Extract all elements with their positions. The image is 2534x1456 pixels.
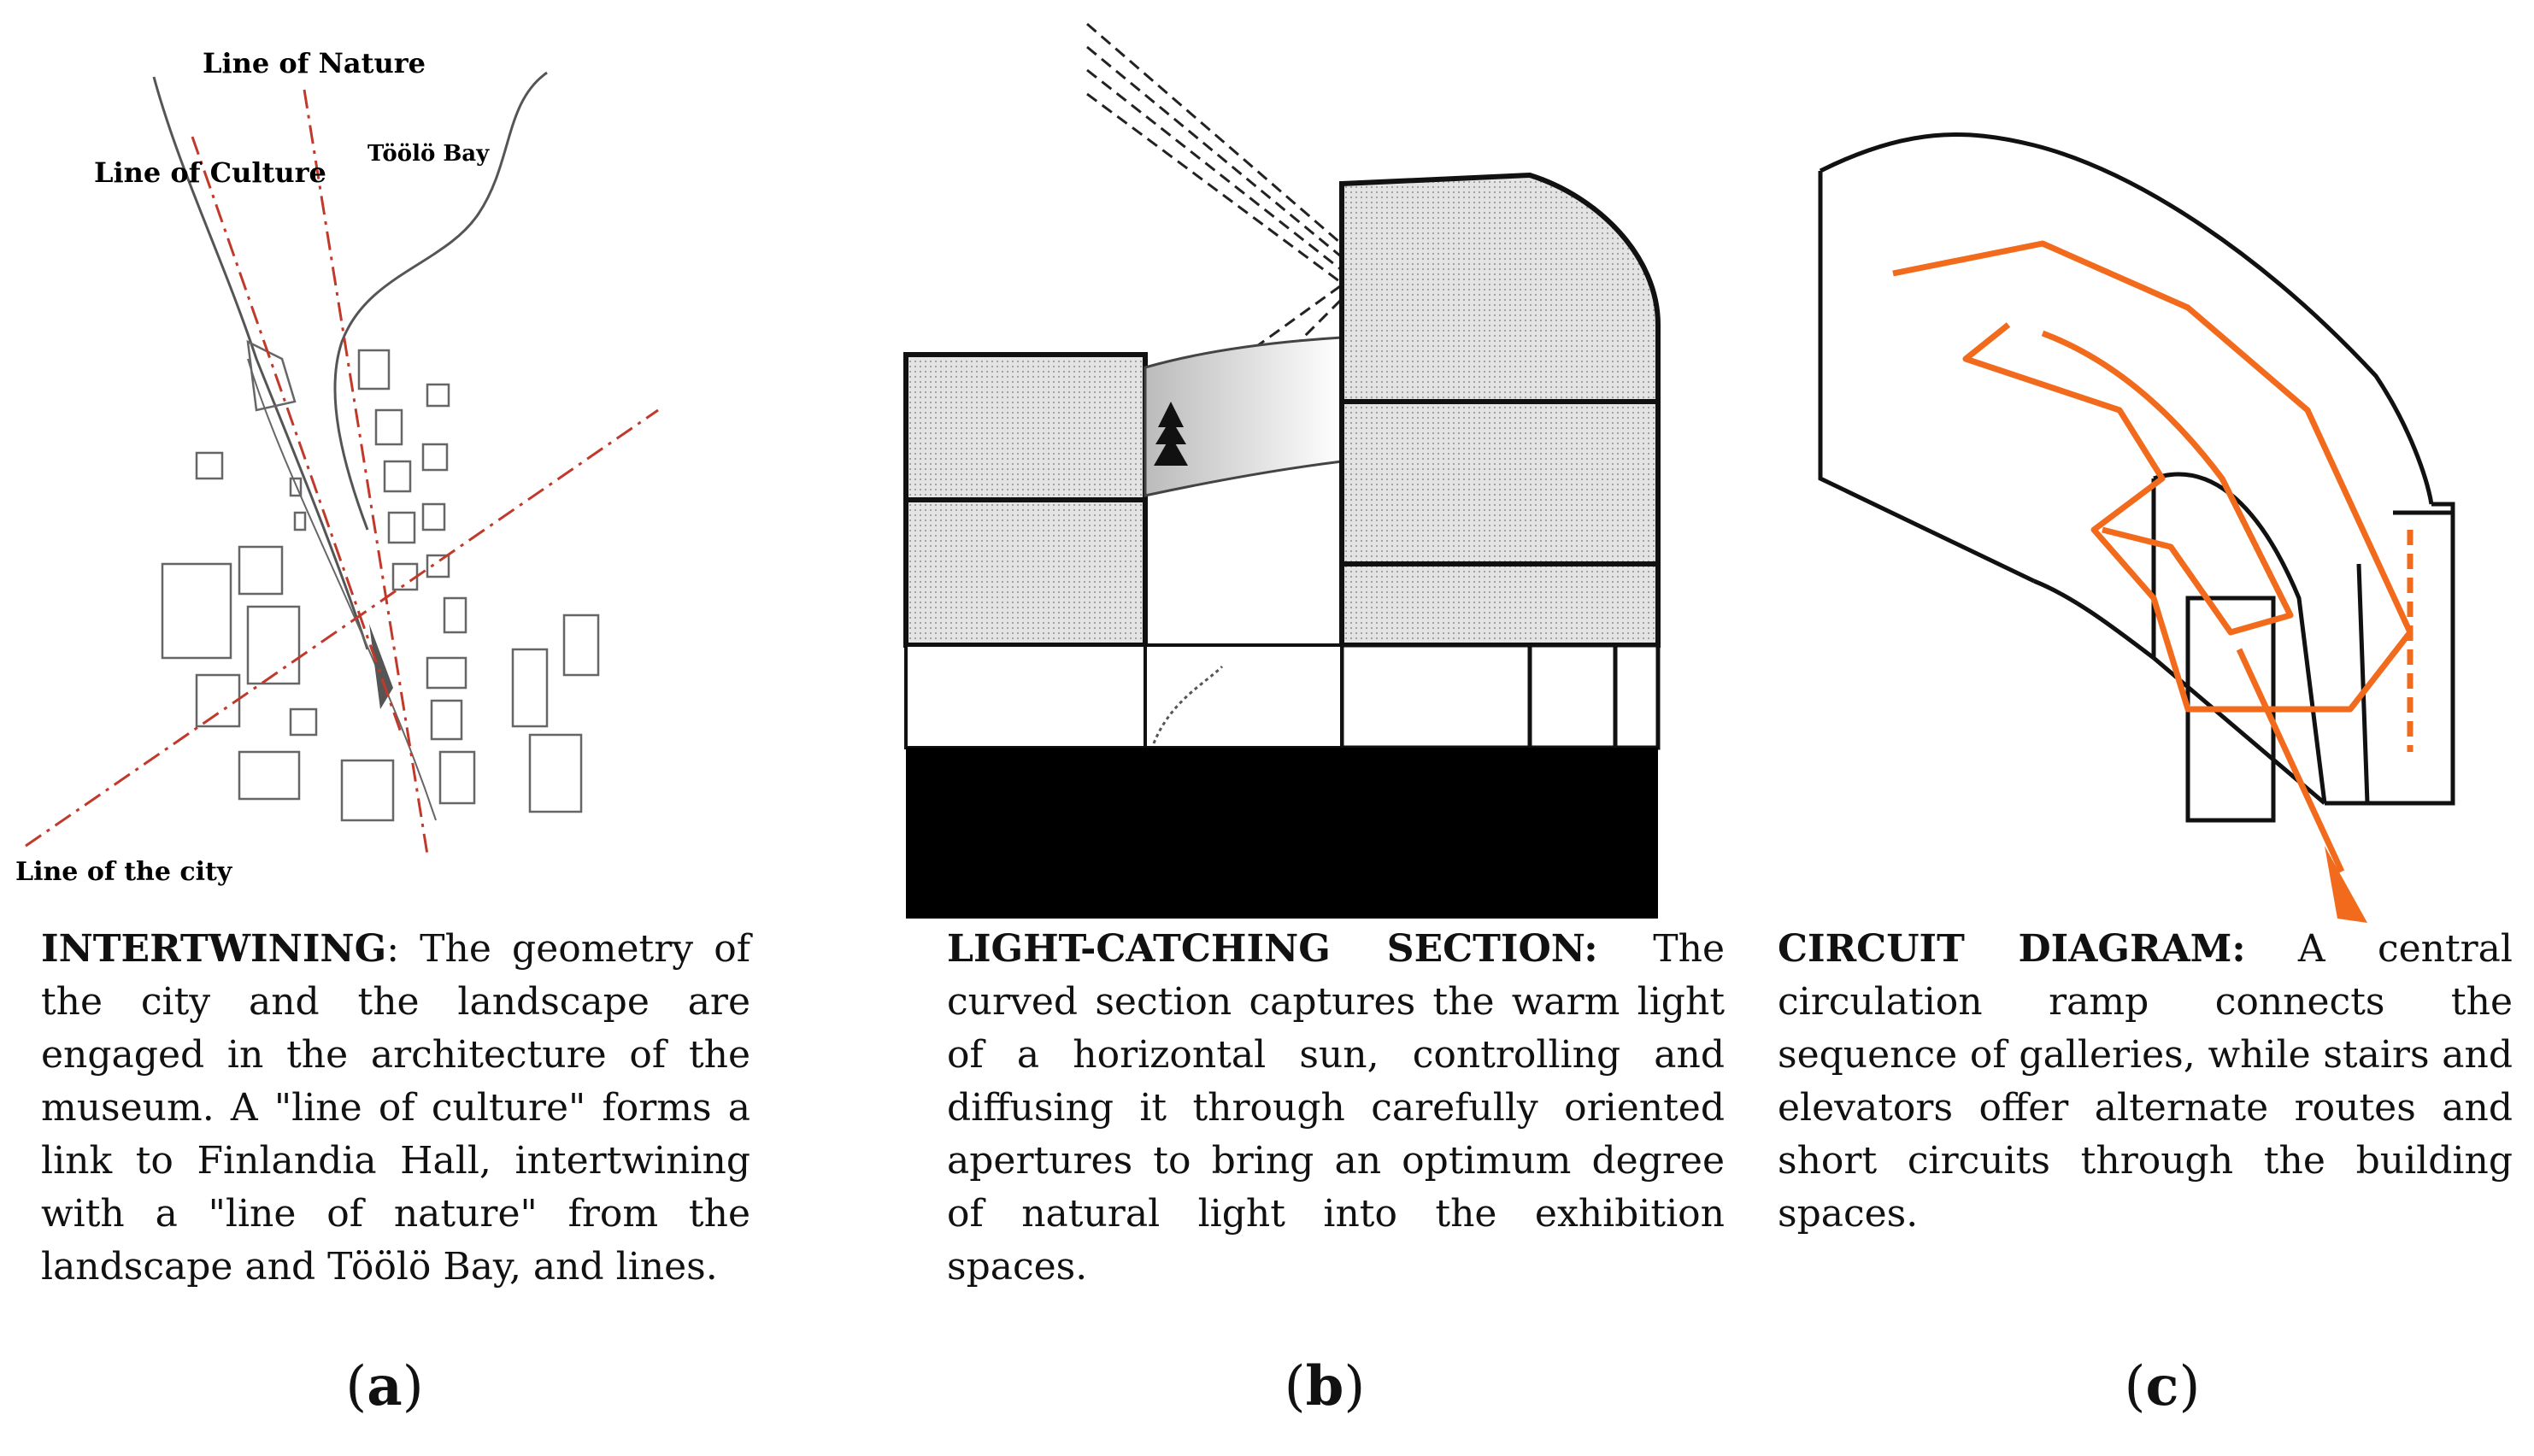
circuit-diagram — [1818, 132, 2455, 923]
caption-a-title: INTERTWINING — [41, 927, 387, 971]
sublabel-c: (c) — [2124, 1354, 2201, 1418]
section-diagram — [903, 22, 1661, 919]
caption-b-title: LIGHT-CATCHING SECTION: — [947, 927, 1598, 971]
sublabel-b-letter: b — [1305, 1354, 1344, 1418]
sublabel-a: (a) — [345, 1354, 424, 1418]
sublabel-a-letter: a — [367, 1354, 403, 1418]
caption-c-title: CIRCUIT DIAGRAM: — [1778, 927, 2246, 971]
entry-arrow-icon — [2325, 846, 2367, 923]
panel-b: LIGHT-CATCHING SECTION: The curved secti… — [846, 0, 1725, 1456]
sublabel-c-letter: c — [2145, 1354, 2179, 1418]
building-volume — [1818, 132, 2455, 823]
caption-c: CIRCUIT DIAGRAM: A central circulation r… — [1778, 923, 2513, 1241]
museum-footprint — [369, 624, 393, 709]
caption-c-body: A central circulation ramp connects the … — [1778, 927, 2513, 1236]
sublabel-b: (b) — [1284, 1354, 1366, 1418]
panel-c: CIRCUIT DIAGRAM: A central circulation r… — [1709, 0, 2534, 1456]
city-blocks — [161, 339, 600, 822]
circulation-ramp — [1892, 240, 2413, 873]
tree-icon — [1154, 402, 1188, 466]
line-of-culture — [191, 136, 403, 736]
caption-a: INTERTWINING: The geometry of the city a… — [41, 923, 750, 1294]
label-toolo-bay: Töölö Bay — [367, 141, 490, 167]
caption-b: LIGHT-CATCHING SECTION: The curved secti… — [947, 923, 1725, 1294]
panel-a: Line of Nature Line of Culture Töölö Bay… — [0, 0, 846, 1456]
ground-mass — [906, 748, 1658, 919]
line-of-nature — [303, 89, 429, 855]
caption-b-body: The curved section captures the warm lig… — [947, 927, 1725, 1289]
site-plan-diagram: Line of Nature Line of Culture Töölö Bay… — [15, 47, 659, 887]
label-line-of-the-city: Line of the city — [15, 857, 233, 887]
label-line-of-nature: Line of Nature — [203, 47, 426, 79]
label-line-of-culture: Line of Culture — [94, 156, 326, 189]
caption-a-body: : The geometry of the city and the lands… — [41, 927, 750, 1289]
site-lines — [25, 89, 659, 855]
